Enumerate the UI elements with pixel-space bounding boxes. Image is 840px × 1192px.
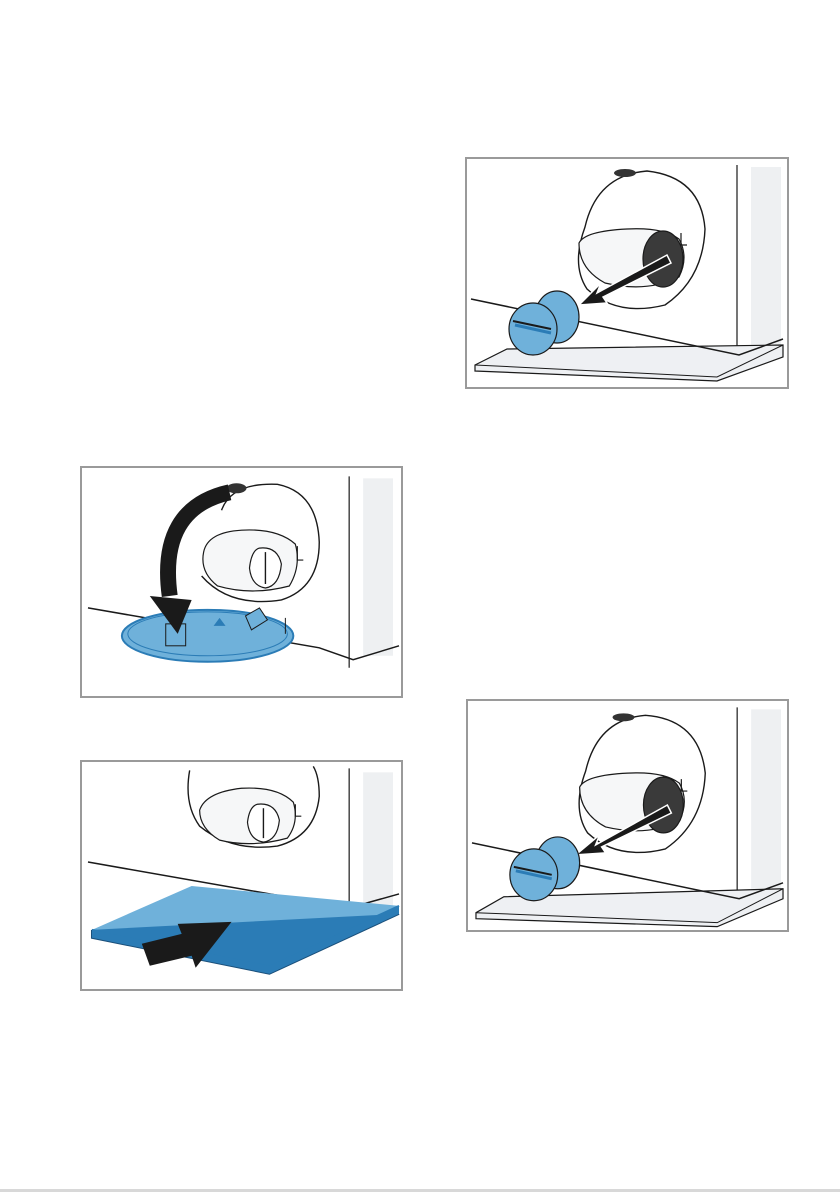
side-panel	[751, 709, 781, 888]
side-panel	[363, 478, 393, 655]
figure-insert-flat-tray	[80, 760, 403, 991]
side-panel	[363, 772, 393, 916]
pump-cap-illustration-a	[467, 159, 787, 387]
flap-latch	[227, 483, 247, 493]
service-flap-illustration	[82, 468, 401, 696]
flat-tray-illustration	[82, 762, 401, 989]
pump-cap-illustration-b	[468, 701, 787, 930]
service-flap-cover	[122, 610, 293, 662]
figure-open-service-flap	[80, 466, 403, 698]
side-panel	[751, 167, 781, 347]
flap-latch	[614, 169, 636, 177]
figure-remove-pump-cap	[466, 699, 789, 932]
figure-unscrew-pump-cap	[465, 157, 789, 389]
pump-outlet	[643, 777, 683, 833]
flap-latch	[613, 713, 635, 721]
